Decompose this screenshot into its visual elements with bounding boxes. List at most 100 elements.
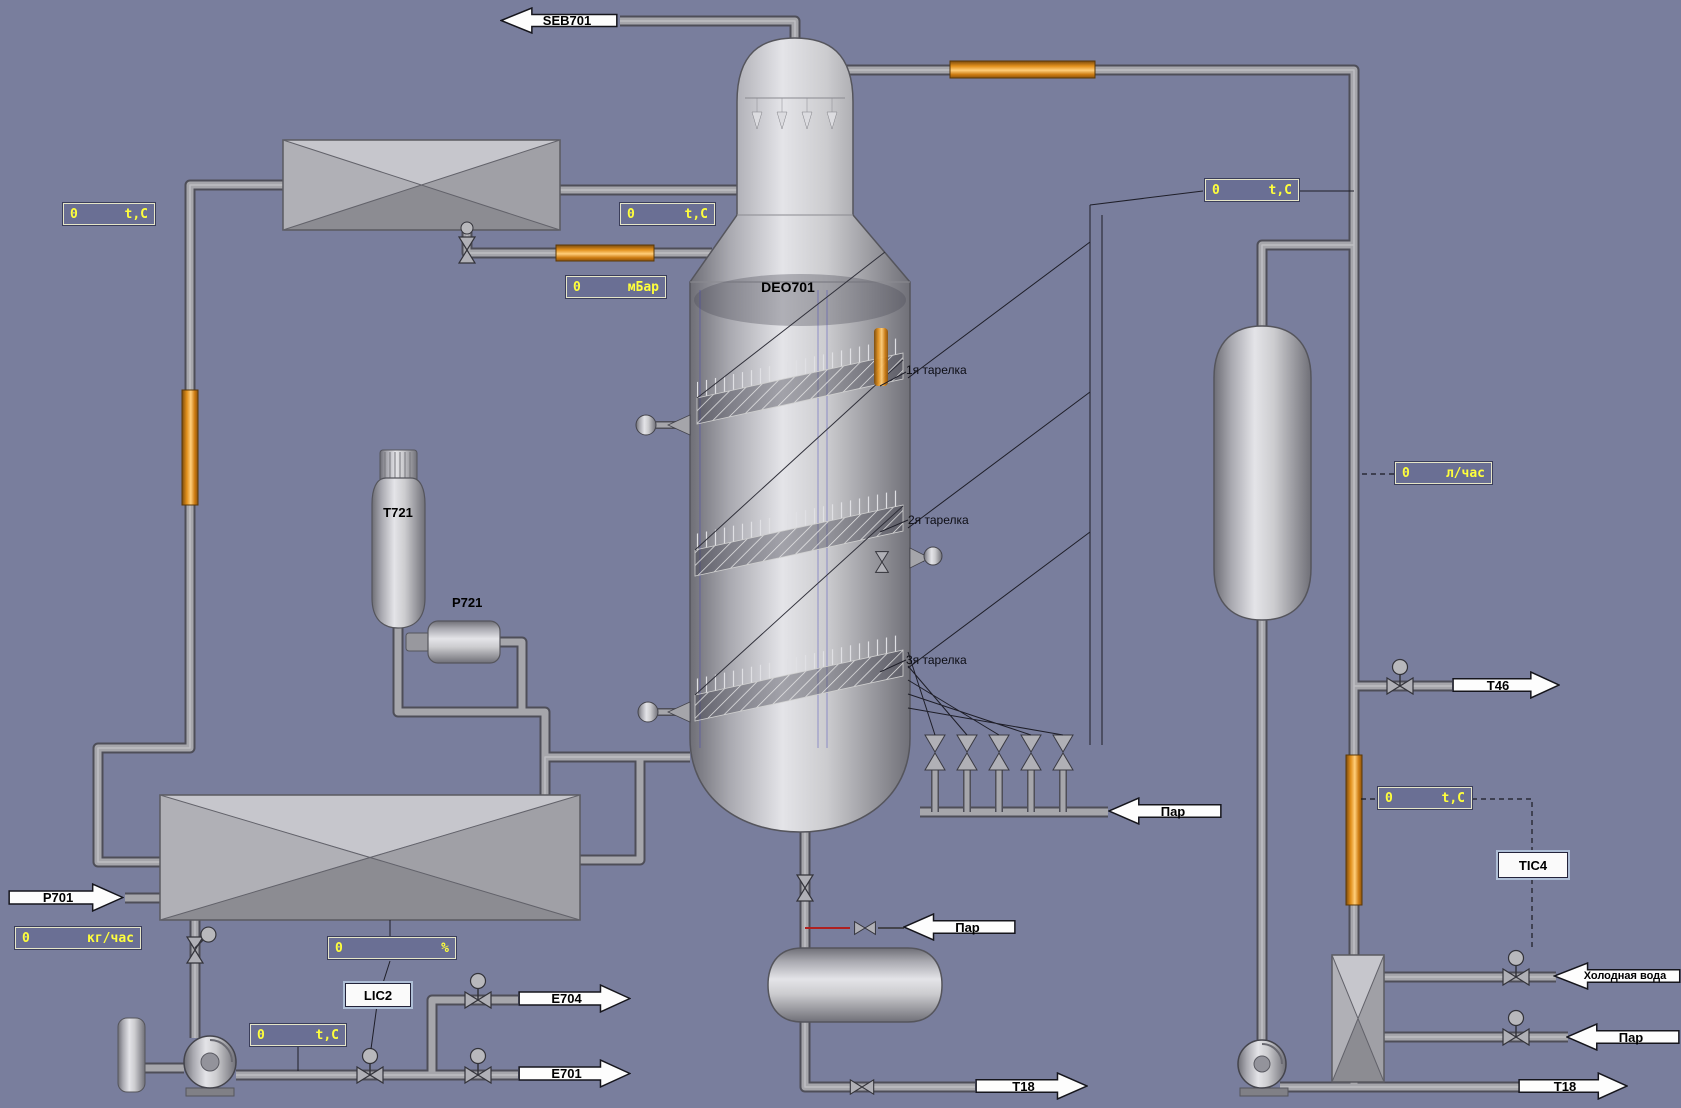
- exchanger-facet: [160, 795, 580, 857]
- condenser-exchanger: [282, 139, 561, 231]
- separator-vessel: [1213, 325, 1312, 621]
- heated-pipe-segments: [181, 60, 1363, 906]
- arrow-shape: [500, 7, 618, 34]
- controller-tic4[interactable]: TIC4: [1498, 852, 1568, 878]
- tray3-label: 3я тарелка: [906, 653, 967, 667]
- arrow-label: Пар: [955, 919, 980, 935]
- arrow-shape: [1452, 671, 1560, 699]
- spray-nozzles: [751, 98, 838, 130]
- arrow-label: T46: [1486, 677, 1510, 693]
- flow-arrow-e701[interactable]: E701: [518, 1059, 631, 1088]
- steam-inject-valve[interactable]: [854, 921, 876, 935]
- readout-unit: t,C: [684, 206, 708, 222]
- readout-value: 0: [22, 930, 30, 946]
- bottoms-outlet-valve[interactable]: [186, 936, 204, 964]
- readout-right-top-temp[interactable]: 0 t,C: [1204, 178, 1300, 202]
- exchanger-facet: [1332, 955, 1384, 1018]
- arrow-shape: [8, 883, 124, 912]
- readout-top-temp[interactable]: 0 t,C: [619, 202, 716, 226]
- arrow-label: SEB701: [542, 13, 592, 28]
- arrow-label: T18: [1553, 1078, 1577, 1094]
- readout-value: 0: [1212, 182, 1220, 198]
- valves: [186, 221, 1530, 1095]
- column-shadow-band: [694, 274, 906, 326]
- exchanger-facet: [1332, 1018, 1384, 1082]
- readout-unit: %: [441, 940, 449, 956]
- tray1-label: 1я тарелка: [906, 363, 967, 377]
- readout-value: 0: [257, 1027, 265, 1043]
- flow-arrow-seb701[interactable]: SEB701: [500, 7, 618, 34]
- heated-segment-reflux: [555, 244, 655, 262]
- exchanger-cross: [159, 794, 581, 921]
- pump-base: [1239, 1087, 1289, 1097]
- tray-support-lines: [694, 251, 904, 696]
- reflux-valve-knob[interactable]: [460, 221, 474, 235]
- arrow-shape: [518, 1059, 631, 1088]
- steam-distributors: [924, 734, 1074, 771]
- nozzle-funnel: [909, 547, 931, 569]
- tray-deck: [696, 352, 904, 425]
- tray-deck: [694, 649, 904, 722]
- flow-arrow-steam-right[interactable]: Пар: [1566, 1023, 1680, 1051]
- instrument-probe[interactable]: [635, 414, 657, 436]
- tray-deck: [694, 504, 904, 577]
- nozzle-funnel: [667, 414, 691, 436]
- flow-arrow-t18-center[interactable]: T18: [975, 1072, 1088, 1100]
- exchanger-facet: [160, 857, 580, 920]
- tray2-label: 2я тарелка: [908, 513, 969, 527]
- controller-lic2[interactable]: LIC2: [345, 983, 411, 1007]
- pump-hub: [200, 1052, 220, 1072]
- arrow-label: E704: [551, 991, 582, 1006]
- p721-label: P721: [452, 595, 483, 610]
- flow-arrow-steam-bottom[interactable]: Пар: [903, 913, 1016, 941]
- t721-label: T721: [383, 505, 413, 520]
- exchanger-facet: [160, 795, 370, 920]
- arrow-shape: [518, 984, 631, 1013]
- column-drain-valve[interactable]: [796, 874, 814, 902]
- exchanger-facet: [370, 795, 580, 920]
- instrument-probe[interactable]: [637, 701, 659, 723]
- nozzle-funnel: [667, 701, 691, 723]
- exchanger-facet: [421, 140, 560, 230]
- readout-flow[interactable]: 0 л/час: [1394, 461, 1493, 485]
- exchanger-facet: [283, 140, 560, 185]
- t721-cap-ribs: [384, 452, 411, 482]
- controller-label: TIC4: [1518, 857, 1548, 873]
- flow-arrow-t46[interactable]: T46: [1452, 671, 1560, 699]
- flow-arrow-e704[interactable]: E704: [518, 984, 631, 1013]
- arrow-label: Пар: [1160, 803, 1186, 819]
- readout-level[interactable]: 0 %: [327, 936, 457, 960]
- p721-shaft: [405, 632, 431, 652]
- tray-1: [696, 337, 904, 425]
- arrow-shape: [1566, 1023, 1680, 1051]
- exchanger-cross: [1331, 954, 1385, 1083]
- arrow-label: Пар: [1618, 1029, 1644, 1045]
- readout-unit: кг/час: [87, 930, 134, 946]
- exchanger-outline: [1331, 954, 1385, 1083]
- readout-pressure[interactable]: 0 мБар: [565, 275, 667, 299]
- flow-arrow-t18-right[interactable]: T18: [1518, 1072, 1628, 1100]
- vessel-t721: [371, 449, 426, 629]
- column-vessel: [689, 37, 911, 833]
- readout-value: 0: [627, 206, 635, 222]
- heated-segment-left: [181, 389, 199, 506]
- readout-left-temp[interactable]: 0 t,C: [62, 202, 156, 226]
- instrument-probes: [635, 414, 943, 723]
- flow-arrow-cold-water[interactable]: Холодная вода: [1553, 962, 1681, 990]
- bottoms-receiver-vessel: [767, 947, 943, 1023]
- strainer-pot: [117, 1017, 146, 1093]
- readout-bottom-temp[interactable]: 0 t,C: [249, 1023, 347, 1047]
- readout-feed-flow[interactable]: 0 кг/час: [14, 926, 142, 950]
- flow-arrow-steam-distributor[interactable]: Пар: [1108, 797, 1222, 825]
- readout-unit: л/час: [1445, 465, 1485, 481]
- flow-arrow-p701[interactable]: P701: [8, 883, 124, 912]
- readout-right-temp[interactable]: 0 t,C: [1377, 786, 1473, 810]
- instrument-probe[interactable]: [923, 546, 943, 566]
- readout-value: 0: [1402, 465, 1410, 481]
- arrow-label: T18: [1012, 1078, 1035, 1094]
- arrow-shape: [1553, 962, 1681, 990]
- tray-3: [694, 634, 904, 722]
- pump-base: [185, 1087, 235, 1097]
